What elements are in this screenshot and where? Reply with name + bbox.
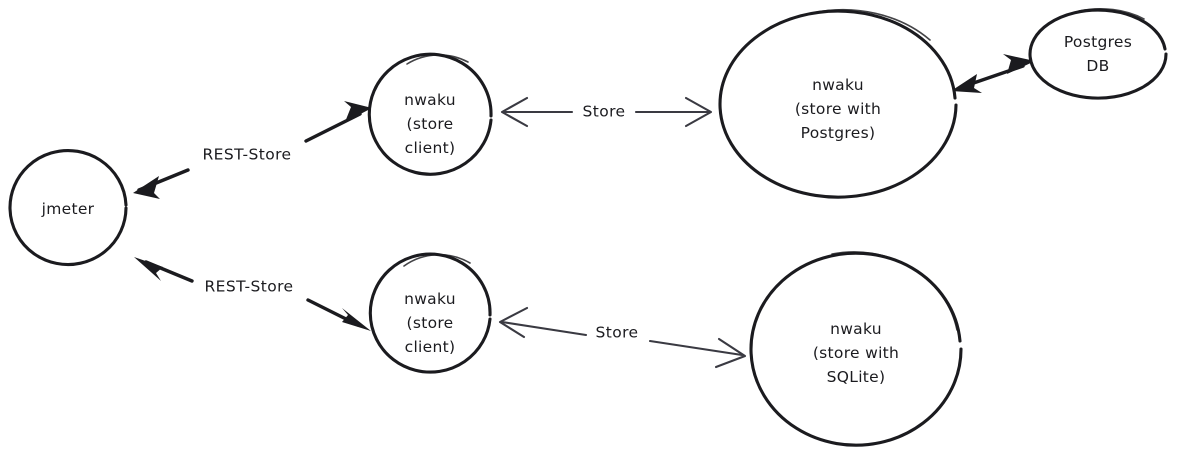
node-store-postgres-label-line-1: (store with: [795, 100, 881, 118]
node-postgres-db-outline: [1028, 8, 1168, 100]
node-store-client-bottom[interactable]: nwaku (store client): [368, 252, 492, 374]
node-store-client-top-label-line-1: (store: [406, 115, 453, 133]
arrowhead-left-icon: [133, 176, 160, 199]
arrowhead-left-icon: [498, 306, 529, 339]
node-jmeter-sketch-overstroke: [81, 151, 126, 199]
node-store-postgres-label-line-0: nwaku: [812, 76, 864, 94]
edge-label-rest-store-bottom: REST-Store: [204, 278, 293, 296]
node-store-sqlite-label-line-1: (store with: [813, 344, 899, 362]
arrowhead-right-icon: [1003, 54, 1035, 74]
node-postgres-db-sketch-overstroke: [1078, 8, 1145, 20]
node-store-postgres-outline: [718, 9, 958, 199]
node-jmeter-label-line-0: jmeter: [41, 200, 95, 218]
edge-label-rest-store-top: REST-Store: [202, 146, 291, 164]
node-store-sqlite[interactable]: nwaku (store with SQLite): [749, 251, 963, 447]
arrowhead-left-icon: [951, 74, 982, 93]
node-store-sqlite-label-line-2: SQLite): [827, 368, 886, 386]
node-store-client-bottom-label-line-1: (store: [406, 314, 453, 332]
node-store-client-top[interactable]: nwaku (store client): [367, 52, 493, 176]
node-store-postgres-label-line-2: Postgres): [801, 124, 876, 142]
node-store-client-top-sketch-overstroke: [406, 54, 469, 65]
edge-label-store-bottom: Store: [596, 324, 639, 342]
arrowhead-right-icon: [684, 96, 713, 128]
arrowhead-right-icon: [342, 308, 371, 331]
node-store-client-top-label-line-2: client): [405, 139, 456, 157]
node-store-client-bottom-outline: [368, 252, 492, 374]
node-postgres-db-label-line-0: Postgres: [1064, 33, 1132, 51]
arrowhead-left-icon: [134, 257, 163, 281]
node-store-postgres-sketch-overstroke: [811, 8, 931, 41]
node-postgres-db-label-line-1: DB: [1086, 57, 1109, 75]
node-store-client-top-outline: [367, 52, 493, 176]
node-store-client-bottom-label-line-2: client): [405, 338, 456, 356]
node-store-client-bottom-sketch-overstroke: [403, 253, 471, 267]
edge-client-top-to-postgres[interactable]: Store: [500, 96, 713, 128]
node-postgres-db[interactable]: Postgres DB: [1028, 8, 1168, 100]
edge-jmeter-to-client-bottom[interactable]: REST-Store: [134, 257, 371, 331]
edge-client-bottom-to-sqlite[interactable]: Store: [498, 306, 747, 369]
node-store-sqlite-sketch-overstroke: [831, 251, 958, 331]
arrowhead-right-icon: [344, 101, 372, 122]
edge-postgres-to-db[interactable]: [951, 54, 1035, 93]
node-store-postgres[interactable]: nwaku (store with Postgres): [718, 8, 958, 199]
arrowhead-left-icon: [500, 96, 529, 128]
edge-jmeter-to-client-top[interactable]: REST-Store: [133, 101, 372, 199]
edge-line-segment-left: [500, 320, 588, 337]
edge-label-store-top: Store: [583, 103, 626, 121]
node-store-sqlite-label-line-0: nwaku: [830, 320, 882, 338]
node-jmeter[interactable]: jmeter: [8, 149, 128, 267]
node-store-client-top-label-line-0: nwaku: [404, 91, 456, 109]
node-store-client-bottom-label-line-0: nwaku: [404, 290, 456, 308]
edge-line-segment-right: [648, 339, 744, 357]
arrowhead-right-icon: [714, 337, 747, 369]
